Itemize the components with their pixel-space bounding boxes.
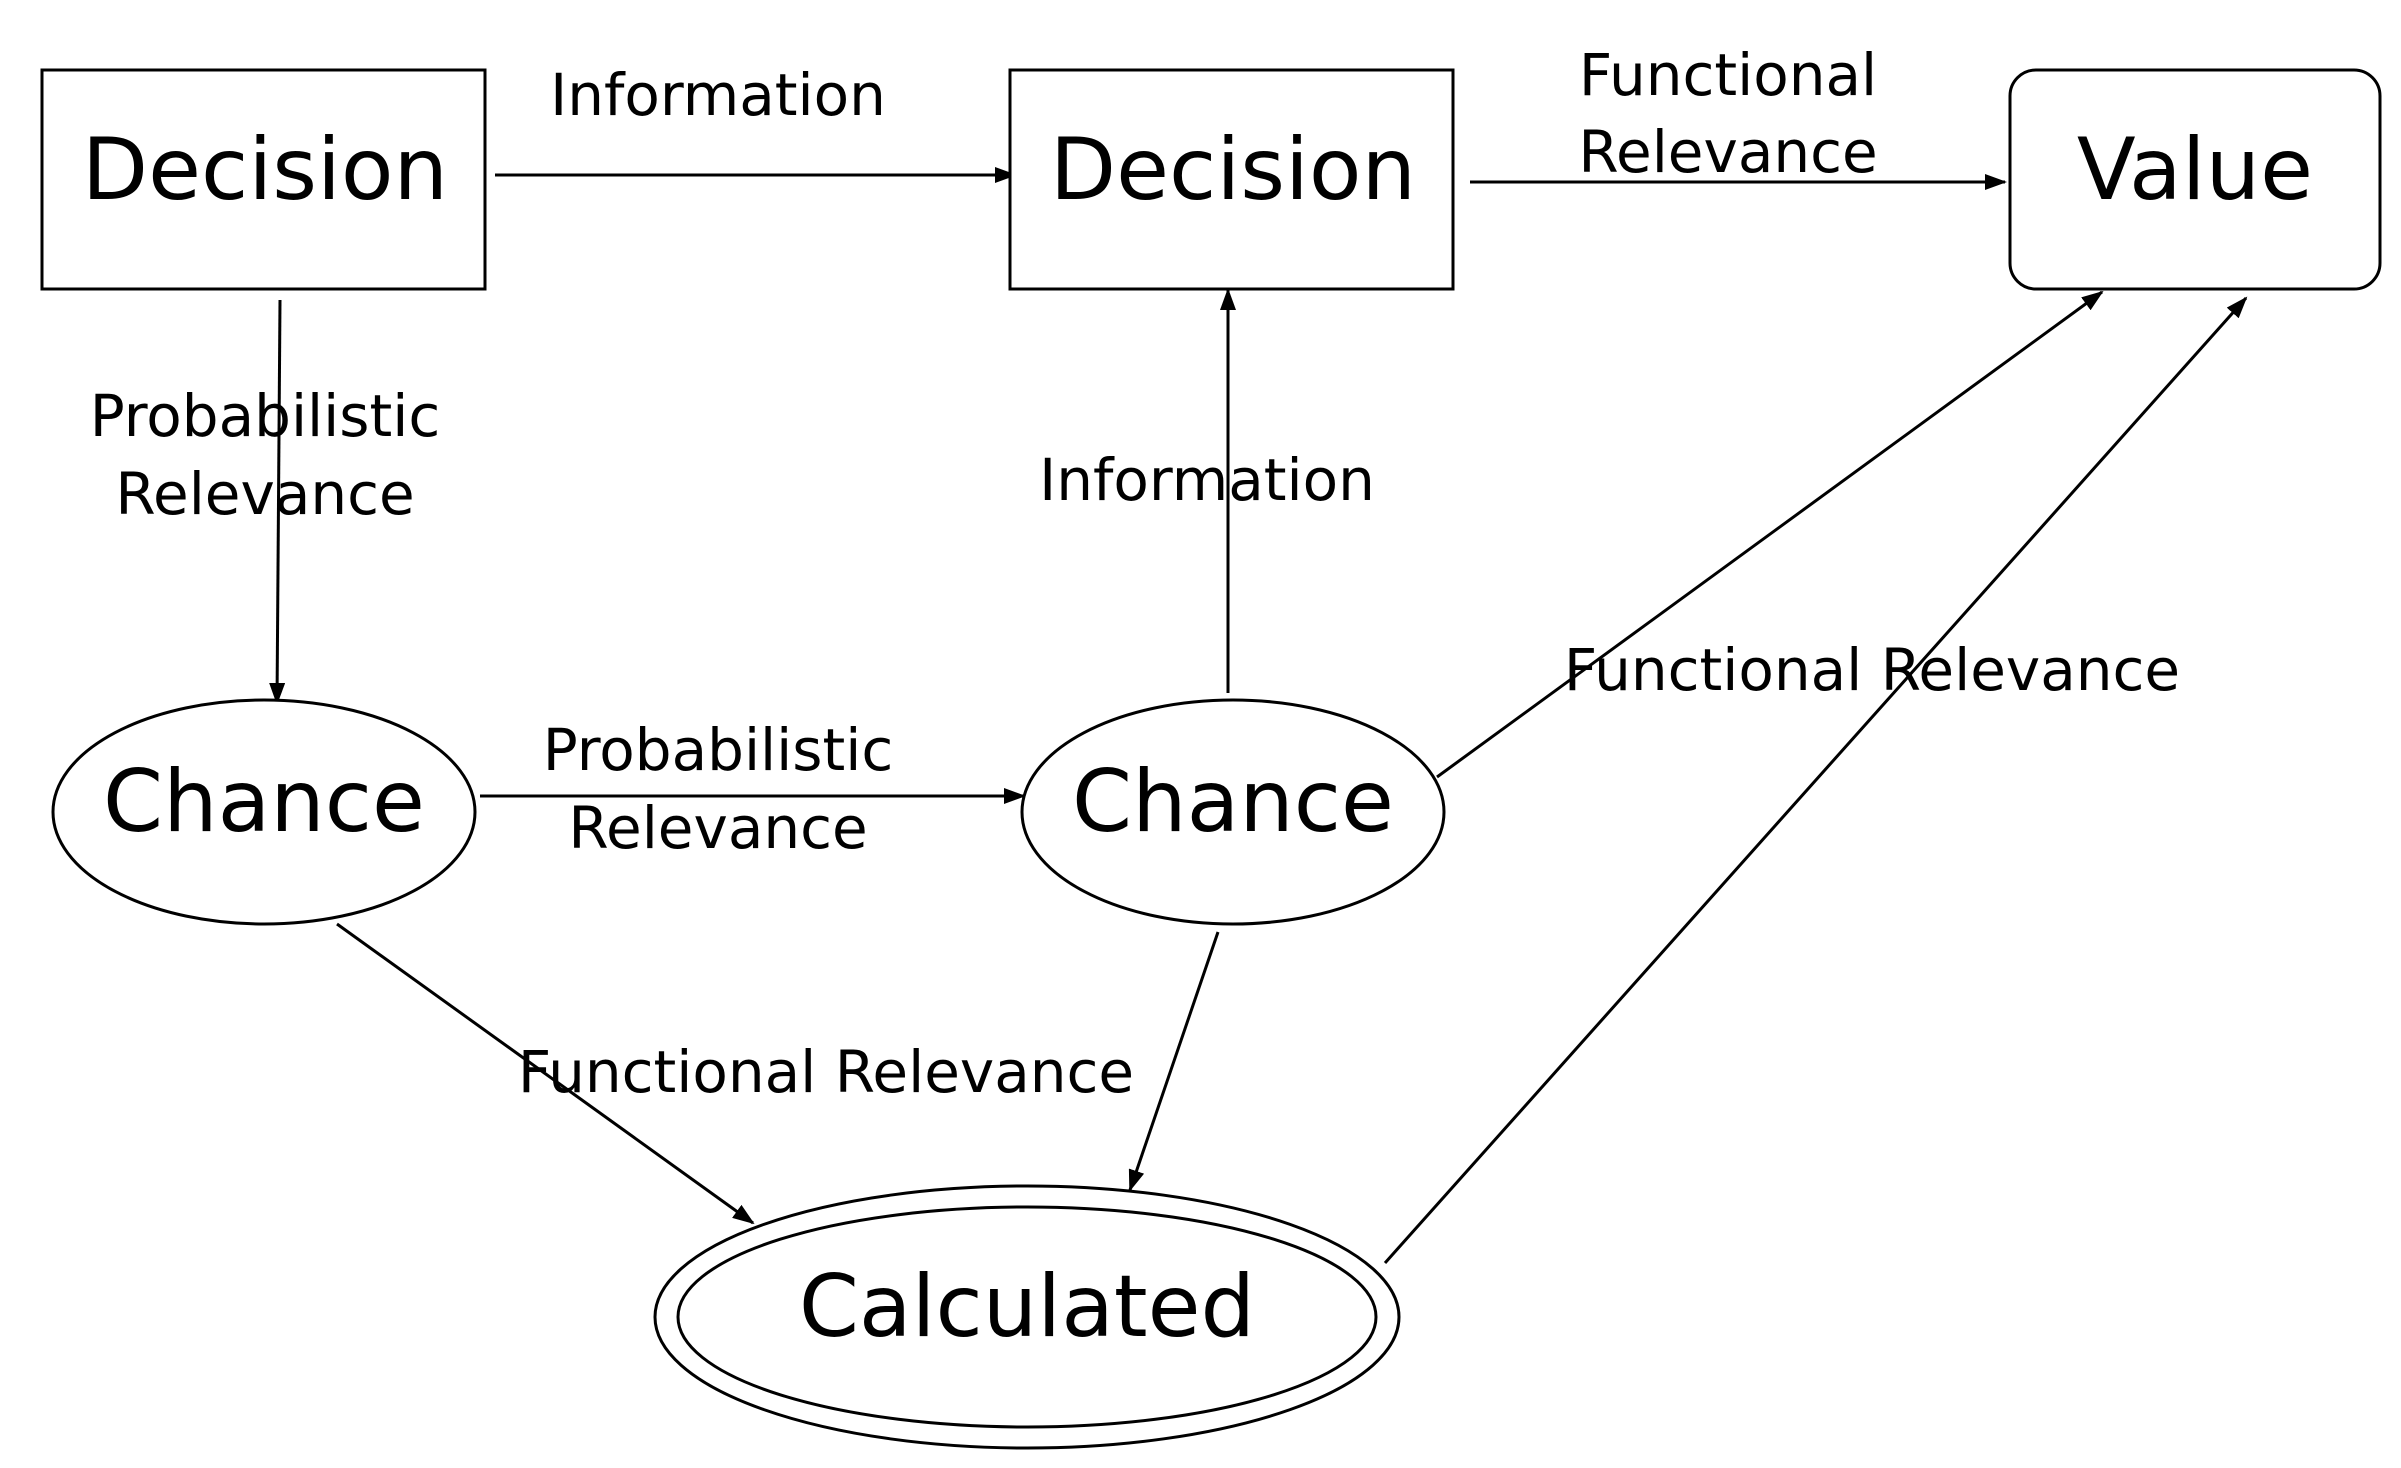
calculated-node-label: Calculated	[799, 1257, 1255, 1357]
edge-label-functional-relevance-right: Functional Relevance	[1564, 636, 2180, 704]
edge-label-functional-relevance-bottom: Functional Relevance	[518, 1038, 1134, 1106]
edge-label-probabilistic-relevance-left-line2: Relevance	[115, 460, 414, 528]
decision-node-2-label: Decision	[1050, 120, 1416, 220]
chance-node-2-label: Chance	[1072, 752, 1394, 852]
nodes: Decision Decision Value Chance Chance Ca…	[40, 68, 2382, 1450]
edge-calculated-to-value	[1383, 296, 2248, 1264]
edge-label-information-middle: Information	[1039, 446, 1375, 514]
edge-label-information-top: Information	[550, 61, 886, 129]
edge-label-functional-relevance-top-line1: Functional	[1579, 41, 1877, 109]
decision-node-2[interactable]: Decision	[1008, 68, 1455, 291]
edge-labels: Information Functional Relevance Probabi…	[90, 41, 2180, 1106]
edge-label-probabilistic-relevance-middle-line2: Relevance	[568, 794, 867, 862]
value-node[interactable]: Value	[2008, 68, 2382, 291]
edge-decision1-to-chance1	[269, 299, 286, 705]
edge-chance1-to-calculated	[336, 922, 755, 1225]
calculated-node[interactable]: Calculated	[653, 1184, 1401, 1450]
decision-node-1-label: Decision	[82, 120, 448, 220]
edges	[269, 167, 2248, 1264]
decision-node-1[interactable]: Decision	[40, 68, 487, 291]
edge-label-probabilistic-relevance-left-line1: Probabilistic	[90, 382, 441, 450]
value-node-label: Value	[2077, 120, 2313, 220]
edge-label-functional-relevance-top-line2: Relevance	[1578, 118, 1877, 186]
chance-node-2[interactable]: Chance	[1020, 698, 1446, 926]
edge-label-probabilistic-relevance-middle-line1: Probabilistic	[543, 716, 894, 784]
edge-chance2-to-calculated	[1128, 931, 1220, 1192]
edge-chance2-to-value	[1436, 290, 2104, 779]
chance-node-1[interactable]: Chance	[51, 698, 477, 926]
chance-node-1-label: Chance	[103, 752, 425, 852]
